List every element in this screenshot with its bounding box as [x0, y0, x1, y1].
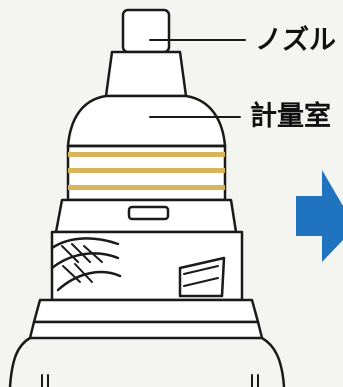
thread-section [50, 230, 244, 302]
nozzle-label: ノズル [255, 25, 336, 56]
chamber-shape [66, 94, 227, 148]
arrow-right-icon [296, 170, 343, 262]
bottle-shoulder [8, 298, 286, 387]
nozzle-shape [104, 8, 188, 98]
cap-skirt [54, 198, 238, 234]
chamber-label: 計量室 [250, 101, 331, 132]
cap-band [66, 144, 227, 202]
